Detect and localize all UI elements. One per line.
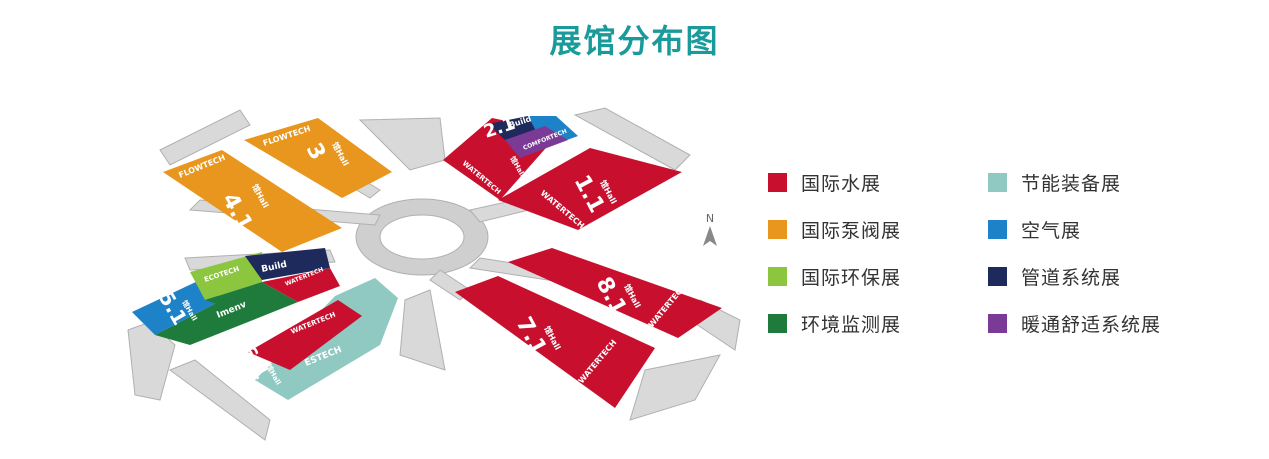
hall-2-1[interactable]: 2.1 Build COMFORTECH WATERTECH 馆Hall (443, 113, 578, 200)
wing-bottom-right (629, 354, 721, 421)
legend-item-air: 空气展 (988, 217, 1082, 242)
hall-5-1[interactable]: 5.1 馆Hall ECOTECH Build Imenv WATERTECH (132, 248, 340, 345)
map-structures (127, 107, 741, 441)
legend-swatch (988, 219, 1007, 239)
hall-8-1[interactable]: 8.1 馆Hall WATERTECH (508, 248, 722, 338)
wing-bottom (399, 289, 446, 371)
legend-swatch (768, 313, 787, 333)
wing-bottom-left (168, 359, 271, 441)
legend-item-eco: 国际环保展 (768, 264, 902, 289)
legend-item-water: 国际水展 (768, 170, 882, 195)
compass: N (700, 210, 720, 250)
legend-swatch (988, 266, 1007, 286)
legend-item-env: 环境监测展 (768, 311, 902, 336)
legend-label: 环境监测展 (801, 313, 902, 336)
legend-swatch (988, 172, 1007, 192)
legend-item-flow: 国际泵阀展 (768, 217, 902, 242)
legend-swatch (988, 313, 1007, 333)
legend-label: 空气展 (1021, 219, 1082, 242)
north-arrow-icon (703, 226, 717, 246)
legend-item-energy: 节能装备展 (988, 170, 1122, 195)
wing-top-right (573, 107, 691, 171)
compass-label: N (706, 212, 714, 225)
legend-label: 国际环保展 (801, 266, 902, 289)
legend-item-hvac: 暖通舒适系统展 (988, 311, 1162, 336)
hall-6-1[interactable]: 6.1 馆Hall WATERTECH ESTECH (236, 278, 398, 400)
legend-label: 国际水展 (801, 172, 882, 195)
legend-swatch (768, 266, 787, 286)
page-title: 展馆分布图 (549, 22, 720, 60)
wing-top-left (159, 109, 251, 166)
legend-label: 国际泵阀展 (801, 219, 902, 242)
legend-swatch (768, 172, 787, 192)
legend-label: 管道系统展 (1021, 266, 1122, 289)
legend-label: 节能装备展 (1021, 172, 1122, 195)
legend-item-pipe: 管道系统展 (988, 264, 1122, 289)
hall-4-1[interactable]: FLOWTECH 4.1 馆Hall (163, 150, 342, 252)
legend-swatch (768, 219, 787, 239)
legend-label: 暖通舒适系统展 (1021, 313, 1162, 336)
